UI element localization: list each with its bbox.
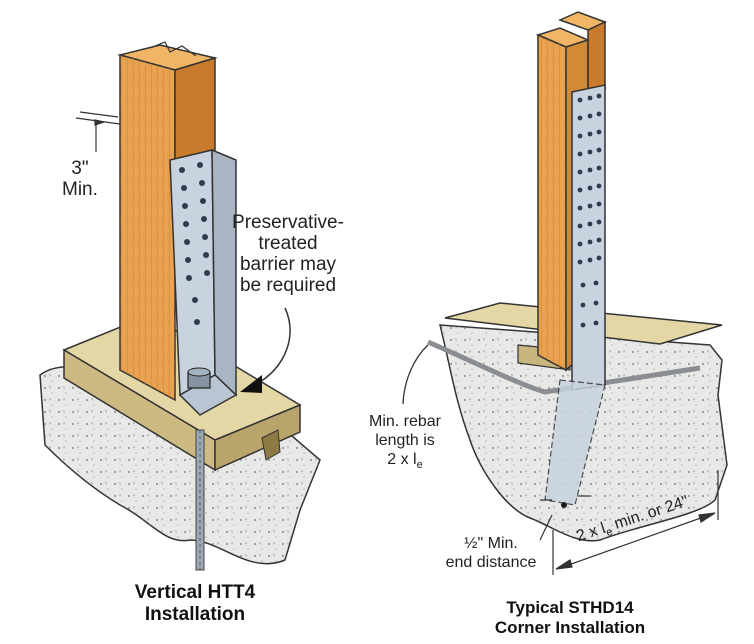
right-caption-line1: Typical STHD14 — [506, 598, 634, 617]
dimension-3in — [75, 111, 121, 152]
sthd14-strap — [544, 84, 606, 506]
rebar-pointer — [402, 344, 429, 405]
dim-text-1: 3" — [71, 158, 89, 179]
left-caption: Vertical HTT4 Installation — [95, 582, 295, 626]
htt4-holdown — [169, 148, 238, 416]
dimension-label-3in: 3" Min. — [62, 158, 98, 200]
left-assembly — [39, 41, 321, 571]
embedment-dimension — [552, 470, 719, 575]
right-assembly — [402, 11, 728, 575]
barrier-pointer — [249, 307, 291, 388]
barrier-note: Preservative- treated barrier may be req… — [228, 212, 348, 296]
note-text-3: barrier may — [239, 254, 337, 275]
left-caption-line2: Installation — [144, 604, 246, 625]
rebar-text-2: length is — [375, 432, 435, 449]
anchor-bolt-left — [195, 429, 205, 571]
left-caption-line1: Vertical HTT4 — [134, 582, 256, 603]
end-distance-marker — [539, 495, 590, 541]
nail-holes-left — [179, 162, 210, 325]
dim-text-2: Min. — [62, 179, 98, 200]
end-distance-note: ½" Min. end distance — [436, 534, 546, 572]
note-text-4: be required — [239, 275, 337, 296]
wood-post-left — [117, 41, 218, 402]
right-caption: Typical STHD14 Corner Installation — [470, 598, 670, 638]
note-text-2: treated — [258, 233, 318, 254]
end-text-1: ½" Min. — [464, 535, 518, 552]
note-text-1: Preservative- — [232, 212, 344, 233]
rebar-note: Min. rebar length is 2 x le — [360, 412, 450, 475]
end-text-2: end distance — [445, 554, 537, 571]
barrier-arrowhead — [240, 375, 262, 393]
nail-holes-right — [577, 93, 602, 328]
rebar — [427, 339, 701, 395]
rebar-text-3: 2 x le — [387, 451, 423, 472]
rebar-text-1: Min. rebar — [368, 413, 442, 430]
right-caption-line2: Corner Installation — [494, 618, 646, 637]
